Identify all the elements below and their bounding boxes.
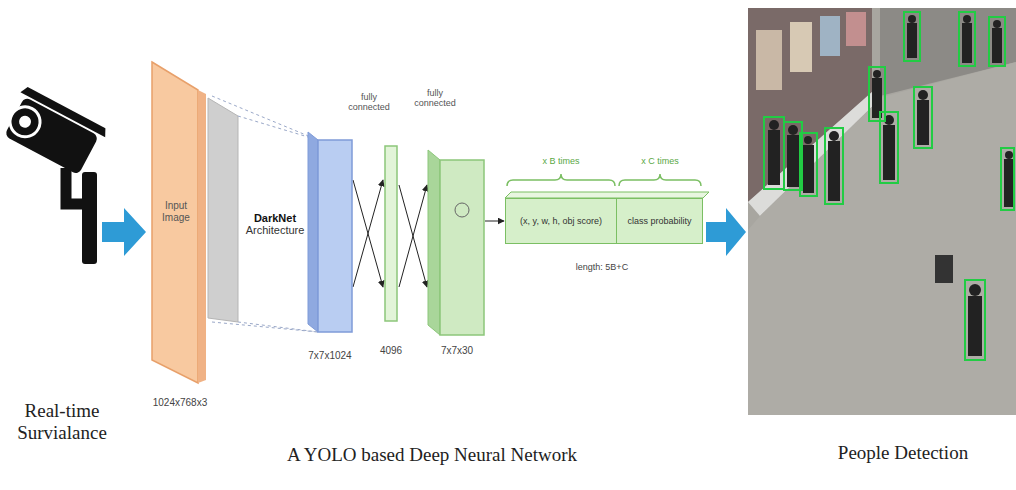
connector-line xyxy=(353,180,383,287)
stage-caption: A YOLO based Deep Neural Network xyxy=(262,444,602,466)
layer-note: fully connected xyxy=(412,88,458,109)
output-tensor-slab: 7x7x30 xyxy=(428,150,484,335)
length-note: length: 5B+C xyxy=(560,262,644,272)
brace-label: x B times xyxy=(536,156,586,166)
fully-connected-cross xyxy=(399,185,427,287)
output-tensor-slab-shape xyxy=(428,150,484,335)
tensor-segment: (x, y, w, h, obj score) xyxy=(505,198,617,244)
fully-connected-cross xyxy=(353,180,383,287)
connector-line xyxy=(485,221,504,222)
feature-map-slab-shape xyxy=(308,132,352,332)
node-text: 4096 xyxy=(366,345,416,356)
connector-line xyxy=(399,185,427,287)
output-arrow xyxy=(485,221,504,222)
stage-caption: Real-time Survialance xyxy=(6,400,118,444)
node-text: 7x7x1024 xyxy=(294,350,366,361)
flow-arrow xyxy=(706,208,746,256)
stage-caption: People Detection xyxy=(808,442,998,464)
darknet-region: DarkNetArchitecture xyxy=(240,212,310,252)
feature-shadow xyxy=(208,98,238,322)
brace xyxy=(507,174,615,186)
node-text: (x, y, w, h, obj score) xyxy=(520,216,602,226)
node-text: Input Image xyxy=(156,200,196,224)
tensor-segment: class probability xyxy=(617,198,703,244)
feature-map-slab: 7x7x1024 xyxy=(308,132,352,332)
detection-photo xyxy=(748,8,1016,415)
node-text: 7x7x30 xyxy=(422,345,492,356)
camera-icon xyxy=(0,85,109,264)
projection-line xyxy=(212,96,318,332)
input-image-slab: Input Image1024x768x3 xyxy=(150,60,210,385)
connector-line xyxy=(399,185,427,287)
dense-layer-bar: 4096 xyxy=(384,145,398,322)
brace-label: x C times xyxy=(635,156,685,166)
layer-note: fully connected xyxy=(346,92,392,113)
brace xyxy=(619,174,701,186)
node-text: class probability xyxy=(627,216,691,226)
flow-arrow xyxy=(102,208,146,256)
connector-line xyxy=(353,180,383,287)
node-text: 1024x768x3 xyxy=(138,397,222,408)
dense-layer-bar-shape xyxy=(384,145,398,322)
node-text: Architecture xyxy=(240,224,310,236)
node-text: DarkNet xyxy=(240,212,310,224)
